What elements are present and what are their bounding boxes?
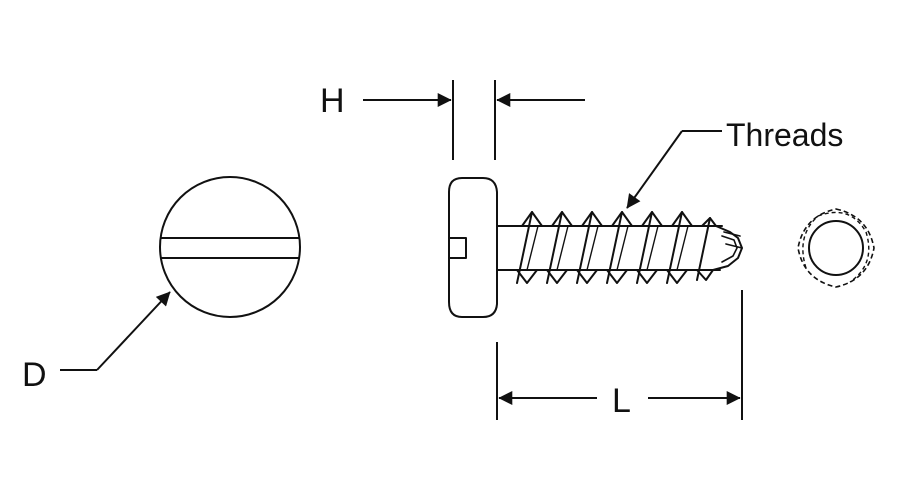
end-view-lobe-b bbox=[802, 215, 819, 269]
end-view bbox=[797, 208, 875, 288]
diameter-label: D bbox=[22, 356, 47, 394]
threads-leader-arrow bbox=[626, 130, 683, 209]
screw-side-view bbox=[448, 177, 743, 318]
head-height-dimension bbox=[363, 80, 585, 160]
diameter-leader bbox=[60, 291, 171, 371]
head-top-view bbox=[159, 176, 301, 318]
thread-crests-bottom bbox=[516, 269, 714, 284]
head-slot bbox=[448, 237, 467, 259]
threads-label: Threads bbox=[726, 117, 843, 153]
thread-helix-shading bbox=[526, 225, 689, 271]
end-view-lobe-a bbox=[817, 211, 870, 283]
head-height-label: H bbox=[320, 82, 345, 120]
head-outline bbox=[159, 176, 301, 318]
end-view-outer-dashed bbox=[797, 208, 875, 288]
end-view-core bbox=[808, 220, 864, 276]
screw-tip-point bbox=[721, 231, 743, 263]
length-dimension bbox=[496, 290, 743, 420]
screw-head bbox=[448, 177, 498, 318]
threads-leader bbox=[626, 130, 722, 209]
diameter-leader-arrow bbox=[96, 291, 171, 371]
shank-outline bbox=[496, 225, 723, 271]
length-label: L bbox=[612, 382, 631, 420]
thread-helix bbox=[516, 211, 711, 284]
